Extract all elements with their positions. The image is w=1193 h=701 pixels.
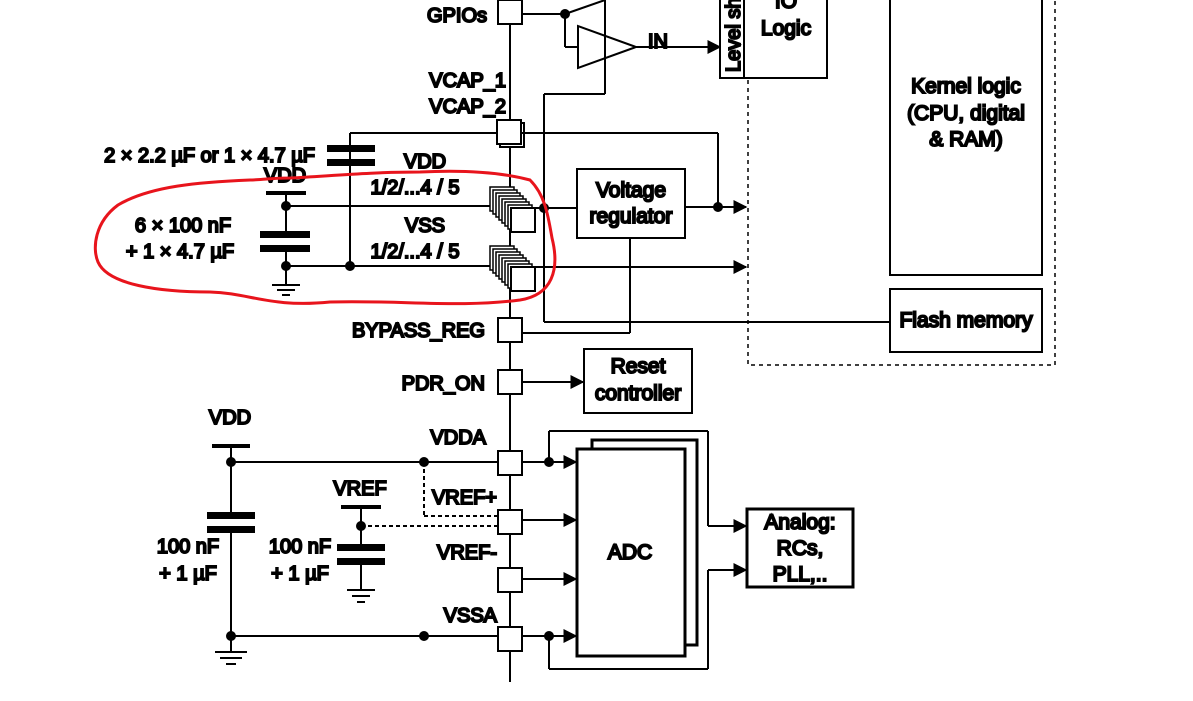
reset-controller-block	[583, 348, 693, 414]
vdd-capacitor-label-2: + 1 × 4.7 µF	[126, 241, 234, 263]
analog-label-3: PLL,..	[773, 563, 828, 586]
vss-pin-stack	[489, 245, 536, 292]
adc-block	[575, 447, 687, 658]
vssa-pin-label: VSSA	[444, 605, 498, 627]
kernel-logic-label-1: Kernel logic	[911, 75, 1021, 98]
vref-ground-icon	[347, 589, 375, 603]
voltage-regulator-block	[576, 168, 686, 239]
vdda-capacitor-label-1: 100 nF	[157, 536, 219, 558]
vref-plus-pin	[497, 509, 523, 535]
vdd-pin-numbers: 1/2/...4 / 5	[371, 177, 460, 199]
voltage-regulator-label-2: regulator	[590, 205, 673, 228]
kernel-logic-label-3: & RAM)	[929, 128, 1003, 151]
analog-label-1: Analog:	[764, 511, 835, 534]
vss-junction-vcap	[345, 261, 355, 271]
flash-memory-label: Flash memory	[899, 309, 1033, 332]
vss-label: VSS	[405, 215, 445, 237]
vssa-junction-mid	[419, 631, 429, 641]
vcap-pin	[496, 119, 522, 145]
vdda-capacitor-plate-top	[207, 512, 255, 519]
vref-minus-label: VREF-	[437, 542, 497, 564]
reset-controller-label-2: controller	[595, 382, 681, 405]
kernel-logic-label-2: (CPU, digital	[907, 102, 1025, 125]
vref-capacitor-label-1: 100 nF	[269, 536, 331, 558]
vref-capacitor-plate-top	[337, 544, 385, 551]
vss-pin-numbers: 1/2/...4 / 5	[371, 241, 460, 263]
bypass-reg-label: BYPASS_REG	[352, 320, 485, 342]
vss-ground-icon	[272, 284, 300, 296]
output-buffer-wire	[564, 0, 606, 15]
vref-supply-label: VREF	[333, 478, 386, 500]
vdd-capacitor-label-1: 6 × 100 nF	[135, 215, 231, 237]
vdda-capacitor-label-2: + 1 µF	[159, 563, 217, 585]
flash-memory-block	[889, 288, 1043, 353]
voltage-regulator-label-1: Voltage	[596, 179, 666, 202]
vdda-supply-label: VDD	[209, 407, 251, 429]
highlight-annotation	[93, 169, 557, 306]
kernel-logic-block	[889, 0, 1043, 276]
vcap-capacitor-plate-bottom	[327, 159, 375, 166]
gpios-label: GPIOs	[427, 5, 487, 27]
vcap2-label: VCAP_2	[429, 96, 506, 118]
vdd-pin-stack	[489, 186, 536, 233]
vref-plus-label: VREF+	[432, 487, 497, 509]
vdda-capacitor-plate-bottom	[207, 526, 255, 533]
vssa-pin	[497, 626, 523, 652]
io-logic-label-2: Logic	[761, 17, 811, 40]
vref-capacitor-label-2: + 1 µF	[271, 563, 329, 585]
vcap-capacitor-plate-top	[327, 145, 375, 152]
vdd-label: VDD	[404, 151, 446, 173]
vdda-pin-label: VDDA	[430, 427, 486, 449]
vcap1-label: VCAP_1	[429, 70, 506, 92]
vdd-supply-label: VDD	[264, 165, 306, 187]
input-buffer-triangle	[577, 24, 639, 70]
vref-capacitor-plate-bottom	[337, 558, 385, 565]
vdd-capacitor-plate-top	[260, 231, 310, 238]
io-logic-label-1: IO	[775, 0, 797, 13]
vcap-capacitor-label: 2 × 2.2 µF or 1 × 4.7 µF	[104, 145, 315, 167]
gpios-pin	[497, 0, 523, 25]
analog-label-2: RCs,	[777, 537, 824, 560]
vref-minus-pin	[497, 567, 523, 593]
bypass-reg-pin	[497, 317, 523, 343]
vdd-capacitor-plate-bottom	[260, 245, 310, 252]
in-signal-label: IN	[648, 31, 668, 53]
analog-block	[745, 507, 855, 589]
adc-label: ADC	[608, 541, 652, 564]
pdr-on-pin	[497, 369, 523, 395]
regulator-output-junction	[713, 202, 723, 212]
pdr-on-label: PDR_ON	[402, 373, 485, 395]
vssa-ground-icon	[215, 651, 247, 665]
io-logic-block	[743, 0, 828, 79]
level-shifter-label: Level sh	[723, 0, 745, 72]
vdda-pin	[497, 450, 523, 476]
reset-controller-label-1: Reset	[611, 355, 666, 378]
